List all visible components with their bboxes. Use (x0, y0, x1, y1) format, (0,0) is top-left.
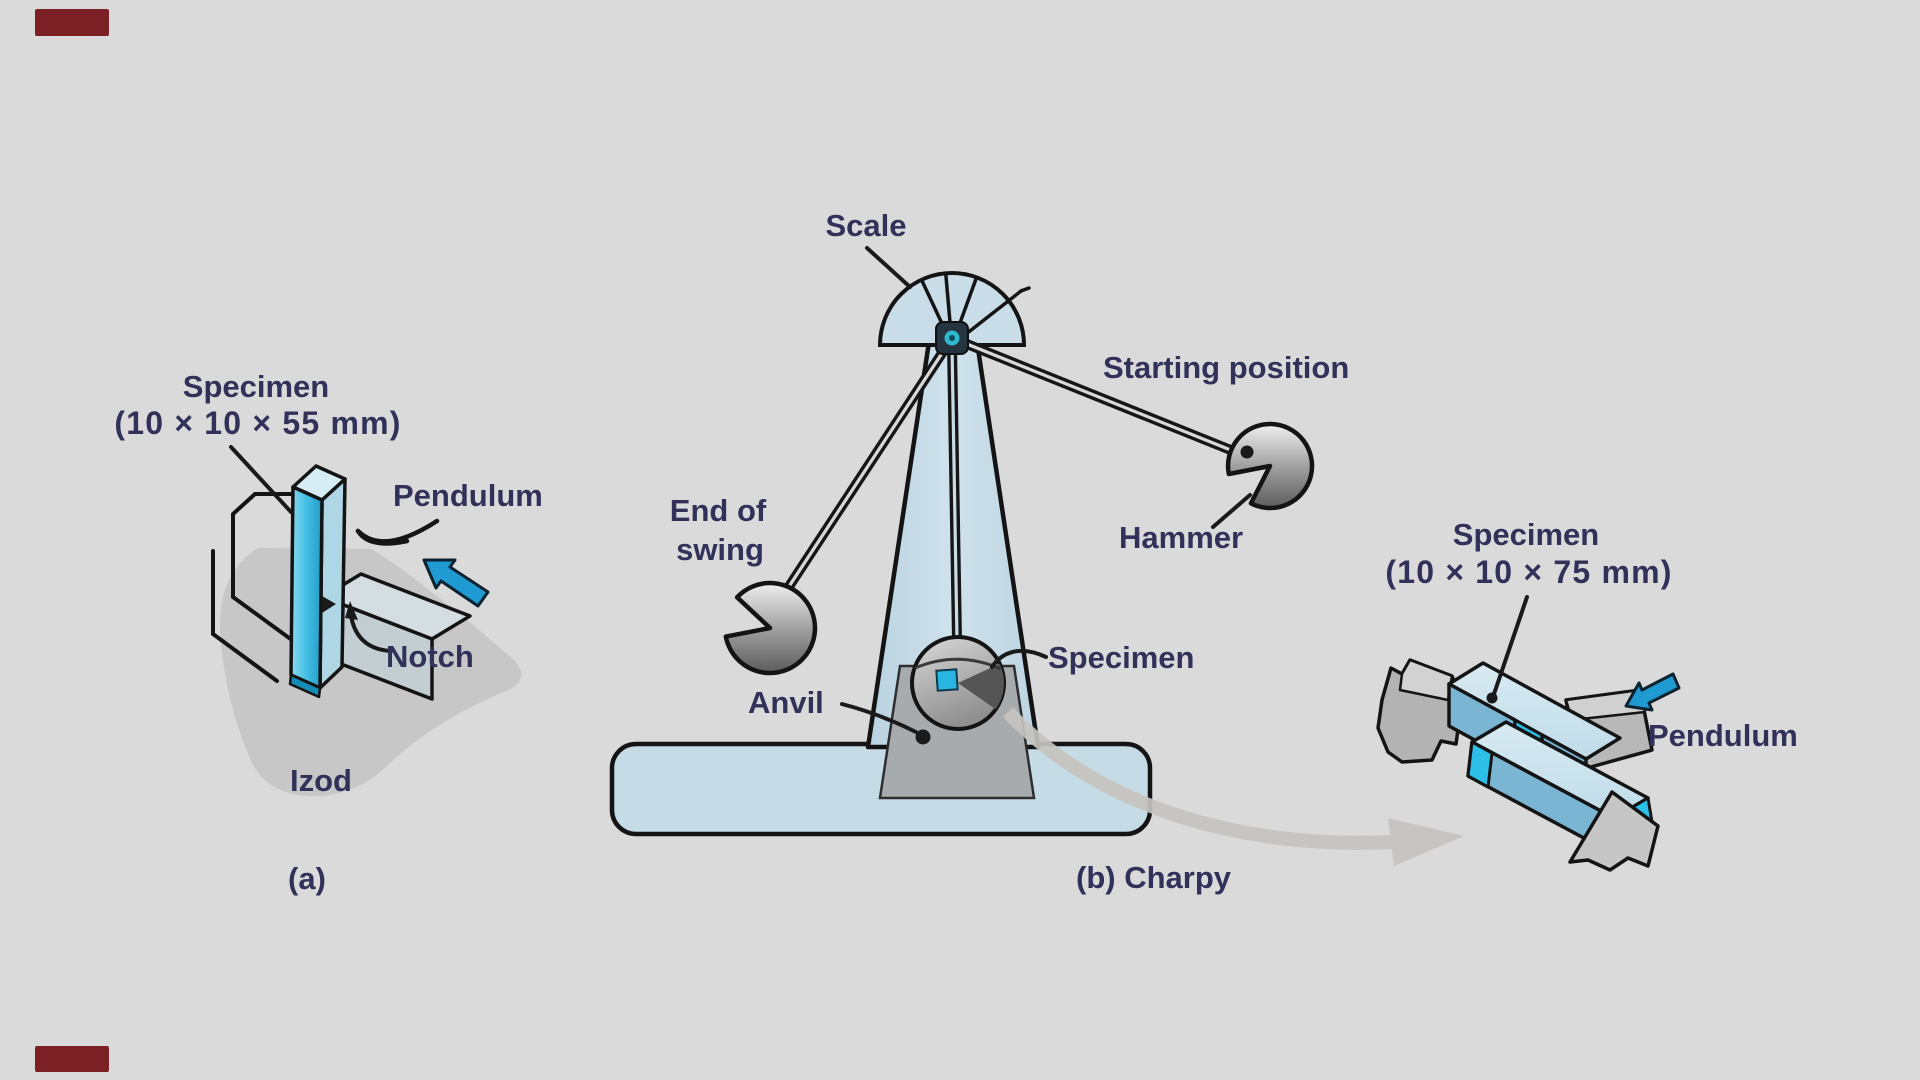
izod-pendulum-label: Pendulum (393, 478, 543, 513)
charpy-specimen-label: Specimen (1048, 640, 1194, 675)
starting-position-label: Starting position (1103, 350, 1349, 385)
charpy-specimen (935, 668, 959, 692)
charpy-pivot (935, 321, 969, 355)
detail-pendulum-arrow (1624, 672, 1681, 712)
izod-impact-arrow (422, 558, 490, 608)
hammer-label: Hammer (1119, 520, 1243, 555)
izod-specimen-bar (288, 464, 347, 699)
charpy-machine: Scale Starting position Hammer End of sw… (609, 208, 1464, 895)
detail-pendulum-label: Pendulum (1648, 718, 1798, 753)
detail-callout-arrow (1002, 707, 1464, 866)
detail-specimen-label: Specimen (1453, 517, 1599, 552)
izod-diagram: Specimen (10 × 10 × 55 mm) Pendulum Notc… (114, 369, 542, 896)
anvil-label: Anvil (748, 685, 824, 720)
red-marker-bottom (35, 1046, 109, 1072)
specimen-leader (990, 648, 1048, 669)
charpy-panel-label: (b) Charpy (1076, 860, 1232, 895)
izod-notch-pointer (349, 614, 393, 653)
izod-specimen-leader (229, 445, 293, 514)
starting-position-hammer (1225, 421, 1315, 511)
charpy-pendulum-arms (783, 333, 1245, 641)
anvil-leader-dot (915, 729, 931, 745)
red-marker-top (35, 9, 109, 36)
hammer-bolt (1240, 445, 1254, 459)
izod-specimen-label: Specimen (183, 369, 329, 404)
izod-notch-pointer-head (345, 601, 358, 620)
hammer-leader (1211, 493, 1252, 529)
scale-label: Scale (825, 208, 906, 243)
izod-specimen-dims: (10 × 10 × 55 mm) (114, 405, 401, 441)
izod-panel-label: (a) (288, 861, 326, 896)
izod-notch (322, 596, 336, 613)
scale-leader (865, 246, 912, 289)
detail-specimen-leader-dot (1486, 692, 1498, 704)
izod-notch-label: Notch (386, 639, 474, 674)
charpy-specimen-detail: Specimen (10 × 10 × 75 mm) Pendulum (1376, 517, 1798, 872)
end-of-swing-label-line2: swing (676, 532, 764, 567)
izod-method-label: Izod (290, 763, 352, 798)
detail-fragment-support (1568, 790, 1660, 872)
anvil-leader (840, 702, 918, 734)
end-of-swing-label-line1: End of (670, 493, 767, 528)
detail-specimen-leader (1492, 595, 1529, 696)
detail-specimen-dims: (10 × 10 × 75 mm) (1385, 554, 1672, 590)
end-of-swing-hammer (723, 580, 818, 676)
izod-pendulum-hook (355, 518, 440, 546)
charpy-specimen-holder (910, 635, 1006, 731)
detail-left-anvil (1376, 658, 1464, 764)
